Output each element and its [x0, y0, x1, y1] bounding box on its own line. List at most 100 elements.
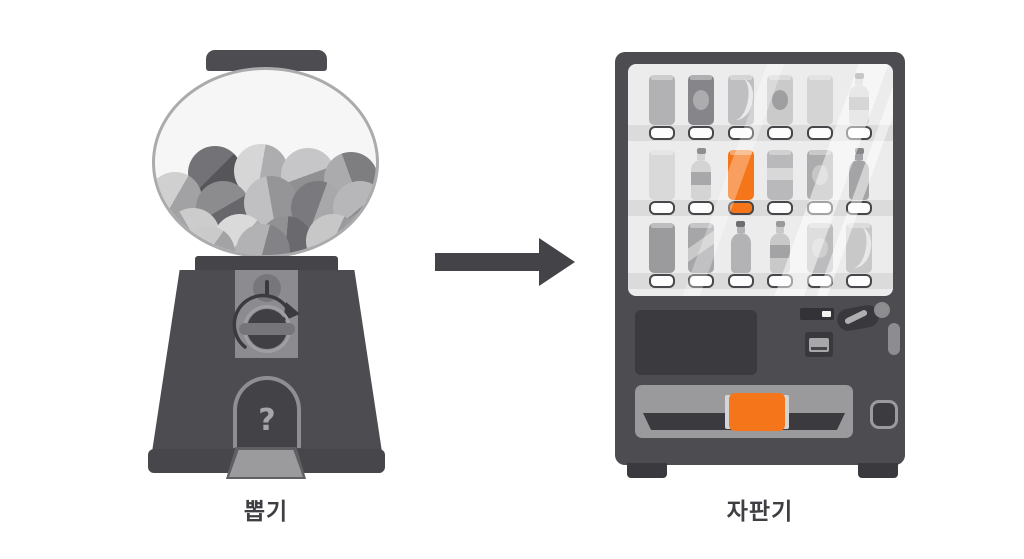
dispensed-item-body: [729, 393, 785, 431]
dispensed-item-cap: [725, 395, 732, 429]
selection-button-active: [727, 201, 754, 215]
can-lid: [729, 75, 752, 80]
can-lid: [650, 75, 673, 80]
can-decor-swoosh: [727, 75, 754, 123]
dispense-tray: [635, 385, 853, 438]
product-can: [767, 150, 794, 200]
display-panel: [635, 310, 757, 375]
can-lid: [650, 150, 673, 155]
can-decor-swoosh: [846, 223, 873, 271]
selection-button: [806, 201, 833, 215]
product-cell: [800, 142, 840, 200]
knob-handle: [239, 323, 295, 335]
selection-button: [727, 274, 754, 288]
button-cell: [761, 273, 801, 289]
product-can: [648, 150, 675, 200]
bottle-cap: [736, 221, 746, 227]
product-cell: [800, 67, 840, 125]
selection-button: [767, 274, 794, 288]
product-cell: [721, 142, 761, 200]
product-can: [688, 223, 715, 273]
button-cell: [840, 125, 880, 141]
can-lid: [808, 150, 831, 155]
product-cell: [721, 215, 761, 273]
selection-button: [846, 274, 873, 288]
product-cell: [682, 67, 722, 125]
product-can: [846, 223, 873, 273]
product-can: [648, 75, 675, 125]
product-bottle: [730, 221, 751, 273]
can-lid: [650, 223, 673, 228]
shelf-strip: [628, 273, 893, 289]
bottle-neck: [736, 227, 745, 233]
gacha-globe: [152, 67, 379, 258]
can-lid: [769, 75, 792, 80]
can-lid: [769, 150, 792, 155]
bottle-cap: [696, 148, 706, 154]
coin-return-lever: [835, 302, 890, 333]
bill-slot-opening: [822, 311, 831, 317]
product-can: [688, 75, 715, 125]
product-cell: [800, 215, 840, 273]
product-cell: [840, 215, 880, 273]
button-cell: [682, 273, 722, 289]
label-vending: 자판기: [726, 499, 794, 525]
question-mark: ?: [258, 402, 276, 438]
product-cell: [682, 215, 722, 273]
can-decor-stripe: [688, 227, 715, 264]
gacha-collar: [195, 256, 338, 273]
button-cell: [721, 273, 761, 289]
selection-button: [648, 201, 675, 215]
vending-window: [628, 64, 893, 296]
button-cell: [800, 125, 840, 141]
selection-button: [688, 201, 715, 215]
coin-slot-line: [265, 280, 269, 296]
bottle-body: [691, 160, 712, 200]
bottle-label: [770, 245, 791, 258]
coin-insert-slot: [805, 332, 833, 357]
product-bottle: [770, 221, 791, 273]
product-cell: [642, 142, 682, 200]
product-cell: [721, 67, 761, 125]
button-cell: [642, 200, 682, 216]
arrow-icon: [435, 238, 575, 286]
button-cell: [761, 200, 801, 216]
bottle-body: [849, 85, 870, 125]
return-button: [870, 400, 898, 429]
button-cell: [800, 273, 840, 289]
selection-button: [767, 201, 794, 215]
button-cell: [642, 125, 682, 141]
product-can: [806, 223, 833, 273]
bottle-body: [849, 160, 870, 200]
prize-door: ?: [233, 376, 301, 448]
bill-slot: [800, 308, 834, 320]
product-row: [642, 215, 879, 273]
product-cell: [840, 142, 880, 200]
selection-button: [806, 126, 833, 140]
selection-button: [688, 274, 715, 288]
product-can: [767, 75, 794, 125]
door-handle: [888, 323, 900, 355]
coin-insert-line: [811, 347, 827, 350]
can-lid: [808, 223, 831, 228]
bottle-neck: [697, 154, 706, 160]
can-decor-circle: [811, 238, 828, 258]
product-row: [642, 67, 879, 125]
vending-body: [615, 52, 905, 478]
selection-button: [648, 126, 675, 140]
shelf-strip: [628, 200, 893, 216]
selection-button: [767, 126, 794, 140]
button-cell: [800, 200, 840, 216]
product-row: [642, 142, 879, 200]
product-can: [806, 150, 833, 200]
product-cell: [761, 67, 801, 125]
selection-button: [846, 201, 873, 215]
gacha-lid: [206, 50, 327, 71]
product-bottle: [849, 73, 870, 125]
can-lid: [690, 223, 713, 228]
selection-button: [806, 274, 833, 288]
product-cell: [642, 215, 682, 273]
shelf-strip: [628, 125, 893, 141]
selection-button: [727, 126, 754, 140]
